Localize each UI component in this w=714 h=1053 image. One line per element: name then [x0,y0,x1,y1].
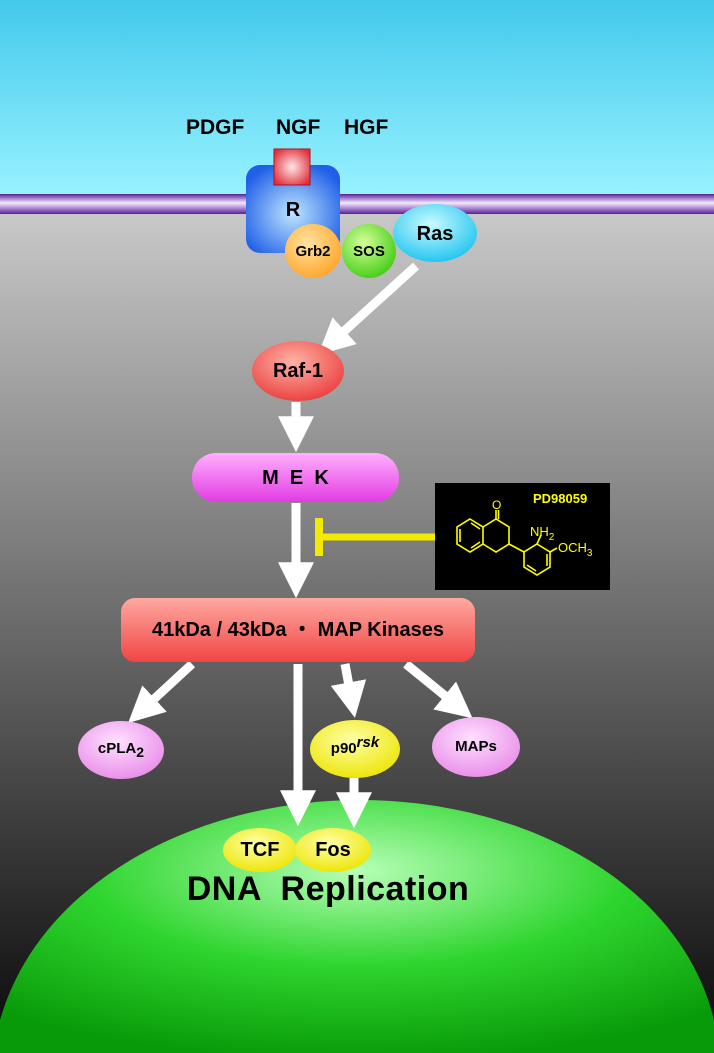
p90rsk-sup: rsk [356,734,380,751]
cpla2-sub: 2 [136,744,145,760]
fos-label: Fos [315,839,351,861]
amine-sub: 2 [548,532,555,543]
methoxy-label: OCH3 [558,540,592,559]
tcf-node [223,828,297,872]
arrow-mapk-p90rsk [330,663,367,718]
sos-label: SOS [353,243,385,260]
p90rsk-node [310,720,400,778]
mapk-node [121,598,475,662]
mek-node [192,453,399,502]
arrow-mapk-maps [403,660,473,719]
dna-replication-label: DNA Replication [186,870,470,908]
mek-label: M E K [262,467,329,489]
ngf-label: NGF [276,116,321,139]
hgf-label: HGF [344,116,389,139]
p90rsk-base: p90 [330,740,357,757]
grb2-node [285,224,341,278]
cell-membrane [0,194,714,214]
pdgf-label: PDGF [186,116,245,139]
amine-label: NH2 [530,524,554,543]
amine-base: NH [530,524,549,539]
nucleus [0,800,714,1053]
sos-node [342,224,396,278]
tcf-label: TCF [240,839,280,861]
fos-node [295,828,371,872]
ras-node [393,204,477,262]
receptor-label: R [285,199,301,221]
raf1-label: Raf-1 [272,360,323,382]
arrow-mapk-cpla2 [128,660,196,723]
cpla2-base: cPLA [97,740,137,757]
methoxy-base: OCH [558,540,587,555]
maps-node [432,717,520,777]
maps-label: MAPs [455,738,497,755]
cpla2-node [78,721,164,779]
cpla2-label: cPLA2 [78,740,164,759]
mapk-label: 41kDa / 43kDa ・ MAP Kinases [151,619,444,641]
grb2-label: Grb2 [295,243,331,260]
inhibitor-box [435,483,610,590]
extracellular-space [0,0,714,200]
raf1-node [252,341,344,401]
inhibitor-name: PD98059 [533,491,588,506]
ligand-square [273,148,311,186]
methoxy-sub: 3 [586,548,593,559]
ras-label: Ras [416,223,454,245]
pd98059-structure [456,510,558,576]
arrow-ras-raf [318,262,420,355]
carbonyl-label: O [492,498,502,512]
p90rsk-label: p90rsk [310,735,400,757]
